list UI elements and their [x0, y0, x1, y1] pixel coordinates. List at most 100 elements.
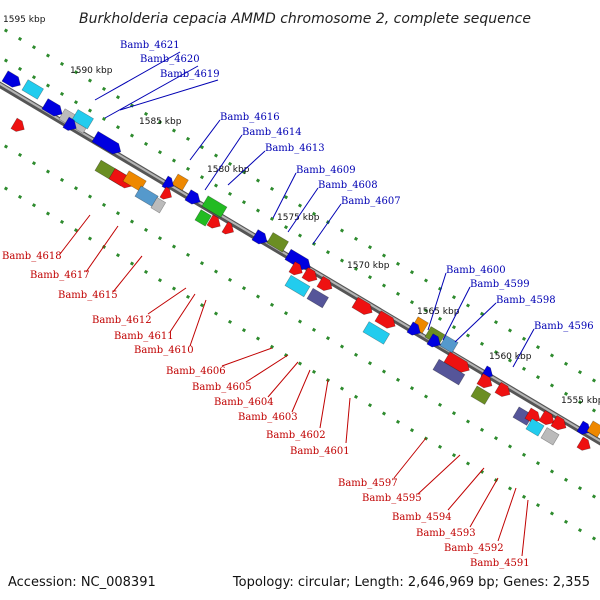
gene-block[interactable]: [576, 436, 593, 453]
gene-block[interactable]: [538, 409, 557, 427]
track-dot: [227, 319, 233, 324]
gene-block[interactable]: [171, 173, 189, 191]
track-dot: [143, 227, 149, 232]
gene-label[interactable]: Bamb_4598: [496, 295, 556, 306]
gene-label[interactable]: Bamb_4596: [534, 321, 594, 332]
gene-block[interactable]: [284, 248, 313, 273]
gene-block[interactable]: [10, 117, 27, 134]
gene-block[interactable]: [426, 333, 443, 350]
track-dot: [381, 283, 387, 288]
track-dot: [115, 125, 121, 130]
gene-label[interactable]: Bamb_4602: [266, 430, 326, 441]
gene-block[interactable]: [374, 310, 398, 332]
track-dot: [409, 300, 415, 305]
gene-block[interactable]: [443, 351, 472, 376]
gene-block[interactable]: [41, 98, 65, 120]
gene-label[interactable]: Bamb_4603: [238, 412, 298, 423]
track-dot: [31, 75, 37, 80]
gene-block[interactable]: [550, 415, 569, 433]
gene-block[interactable]: [71, 109, 94, 130]
gene-label[interactable]: Bamb_4608: [318, 180, 378, 191]
gene-label[interactable]: Bamb_4604: [214, 397, 274, 408]
gene-block[interactable]: [201, 195, 228, 218]
gene-label[interactable]: Bamb_4610: [134, 345, 194, 356]
gene-block[interactable]: [432, 358, 466, 386]
gene-block[interactable]: [159, 186, 175, 202]
track-dot: [59, 177, 65, 182]
gene-label[interactable]: Bamb_4600: [446, 265, 506, 276]
tick-label: 1560 kbp: [489, 352, 532, 362]
gene-block[interactable]: [494, 381, 513, 399]
gene-label[interactable]: Bamb_4615: [58, 290, 118, 301]
track-dot: [339, 344, 345, 349]
gene-label[interactable]: Bamb_4611: [114, 331, 174, 342]
gene-label[interactable]: Bamb_4594: [392, 512, 452, 523]
gene-label[interactable]: Bamb_4597: [338, 478, 398, 489]
gene-label[interactable]: Bamb_4607: [341, 196, 401, 207]
gene-block[interactable]: [540, 427, 560, 446]
gene-label[interactable]: Bamb_4620: [140, 54, 200, 65]
track-dot: [115, 253, 121, 258]
track-dot: [381, 411, 387, 416]
gene-block[interactable]: [439, 335, 459, 354]
gene-label[interactable]: Bamb_4617: [30, 270, 90, 281]
gene-block[interactable]: [284, 274, 311, 298]
gene-block[interactable]: [1, 70, 24, 91]
gene-label[interactable]: Bamb_4593: [416, 528, 476, 539]
gene-block[interactable]: [362, 321, 391, 345]
gene-block[interactable]: [221, 221, 237, 237]
gene-block[interactable]: [406, 321, 423, 338]
gene-label[interactable]: Bamb_4612: [92, 315, 152, 326]
gene-block[interactable]: [525, 418, 545, 437]
gene-block[interactable]: [91, 130, 124, 157]
gene-block[interactable]: [586, 420, 600, 438]
track-dot: [297, 233, 303, 238]
reverse-gene-labels: Bamb_4618 Bamb_4617 Bamb_4615 Bamb_4612 …: [2, 214, 530, 569]
gene-block[interactable]: [576, 420, 593, 437]
gene-label[interactable]: Bamb_4606: [166, 366, 226, 377]
gene-label[interactable]: Bamb_4599: [470, 279, 530, 290]
gene-block[interactable]: [306, 287, 329, 309]
gene-label[interactable]: Bamb_4595: [362, 493, 422, 504]
gene-block[interactable]: [194, 209, 212, 227]
gene-block[interactable]: [476, 373, 495, 390]
gene-block[interactable]: [122, 170, 147, 192]
track-dot: [465, 333, 471, 338]
track-dot: [73, 100, 79, 105]
gene-block[interactable]: [316, 275, 335, 293]
gene-label[interactable]: Bamb_4591: [470, 558, 530, 569]
gene-label[interactable]: Bamb_4616: [220, 112, 280, 123]
gene-block[interactable]: [301, 266, 320, 284]
gene-label[interactable]: Bamb_4613: [265, 143, 325, 154]
track-dot: [353, 266, 359, 271]
track-dot: [269, 302, 275, 307]
gene-label[interactable]: Bamb_4618: [2, 251, 62, 262]
track-dot: [199, 303, 205, 308]
gene-block[interactable]: [351, 296, 375, 318]
gene-block[interactable]: [206, 214, 223, 231]
track-dot: [409, 386, 415, 391]
gene-block[interactable]: [150, 197, 167, 214]
gene-block[interactable]: [251, 229, 270, 247]
gene-block[interactable]: [266, 232, 289, 253]
track-dot: [423, 308, 429, 313]
gene-block[interactable]: [62, 116, 79, 133]
gene-block[interactable]: [184, 189, 203, 207]
gene-block[interactable]: [470, 385, 492, 405]
gene-label[interactable]: Bamb_4621: [120, 40, 180, 51]
track-dot: [213, 311, 219, 316]
summary-text: Topology: circular; Length: 2,646,969 bp…: [232, 575, 590, 590]
gene-label[interactable]: Bamb_4619: [160, 69, 220, 80]
gene-block[interactable]: [161, 175, 177, 191]
gene-label[interactable]: Bamb_4614: [242, 127, 302, 138]
track-dot: [241, 328, 247, 333]
gene-label[interactable]: Bamb_4605: [192, 382, 252, 393]
track-dot: [171, 286, 177, 291]
track-dot: [3, 58, 9, 63]
track-dot: [577, 486, 583, 491]
gene-label[interactable]: Bamb_4601: [290, 446, 350, 457]
gene-block[interactable]: [288, 261, 305, 278]
gene-block[interactable]: [21, 79, 44, 100]
gene-label[interactable]: Bamb_4609: [296, 165, 356, 176]
gene-label[interactable]: Bamb_4592: [444, 543, 504, 554]
